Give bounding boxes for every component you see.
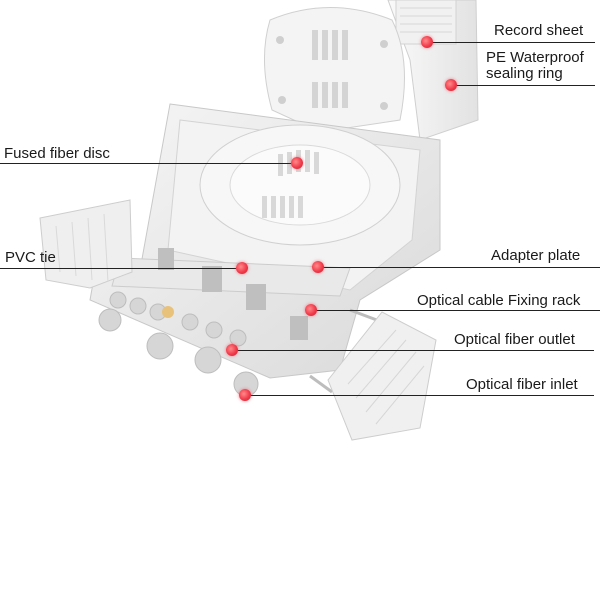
- fused-fiber-disc-marker: [291, 157, 303, 169]
- adapter-plate-marker: [312, 261, 324, 273]
- record-sheet-label: Record sheet: [494, 22, 584, 39]
- record-sheet-marker: [421, 36, 433, 48]
- pvc-tie-label: PVC tie: [5, 249, 56, 266]
- adapter-plate-leader: [318, 267, 600, 268]
- cable-fixing-rack-label: Optical cable Fixing rack: [417, 292, 581, 309]
- fiber-outlet-leader: [232, 350, 594, 351]
- pvc-tie-leader: [0, 268, 242, 269]
- fused-fiber-disc-label: Fused fiber disc: [4, 145, 110, 162]
- cable-fixing-rack-marker: [305, 304, 317, 316]
- left-side-flap: [39, 199, 133, 289]
- cable-fixing-rack-leader: [311, 310, 600, 311]
- fiber-inlet-leader: [245, 395, 594, 396]
- pvc-tie-marker: [236, 262, 248, 274]
- record-sheet-leader: [427, 42, 595, 43]
- fused-fiber-disc-leader: [0, 163, 297, 164]
- pe-ring-marker: [445, 79, 457, 91]
- pe-ring-label-line2: sealing ring: [486, 65, 563, 82]
- adapter-plate-label: Adapter plate: [491, 247, 581, 264]
- fiber-outlet-marker: [226, 344, 238, 356]
- fiber-outlet-label: Optical fiber outlet: [454, 331, 575, 348]
- fiber-inlet-marker: [239, 389, 251, 401]
- enclosure-cover: [387, 0, 479, 141]
- pe-ring-leader: [451, 85, 595, 86]
- fiber-inlet-label: Optical fiber inlet: [466, 376, 578, 393]
- splice-tray-lid: [264, 7, 405, 133]
- pe-ring-label-line1: PE Waterproof: [486, 49, 584, 66]
